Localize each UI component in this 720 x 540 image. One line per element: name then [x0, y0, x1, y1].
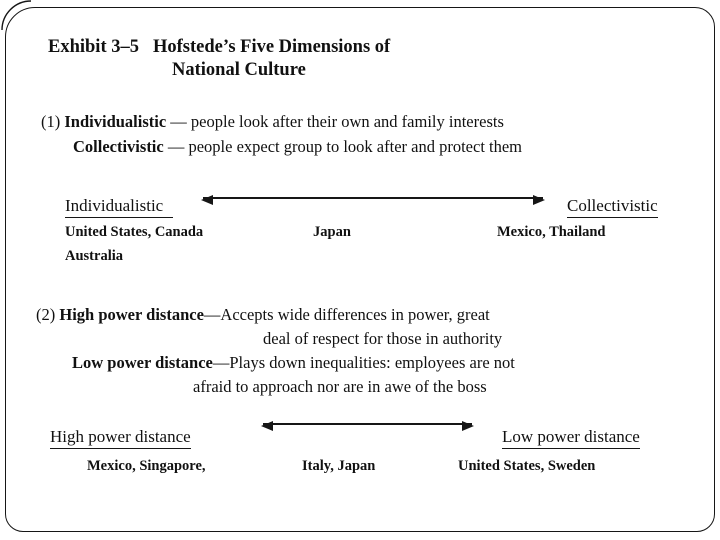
title-line1: Exhibit 3–5 Hofstede’s Five Dimensions of [48, 36, 390, 59]
scale1-right-label: Collectivistic [567, 196, 658, 218]
title-line2: National Culture [172, 60, 306, 80]
exhibit-number: Exhibit 3–5 [48, 37, 139, 57]
slide-border [5, 7, 715, 532]
dimension1-definition: (1) Individualistic — people look after … [41, 109, 522, 159]
dimension2-desc-a1: —Accepts wide differences in power, grea… [203, 305, 490, 324]
dimension2-term-b-line: Low power distance—Plays down inequaliti… [72, 351, 515, 375]
dimension1-number: (1) [41, 112, 61, 131]
dimension2-term-b: Low power distance [72, 353, 213, 372]
dimension1-term-b: Collectivistic [73, 137, 164, 156]
dimension1-desc-a: — people look after their own and family… [166, 112, 504, 131]
title-text: Hofstede’s Five Dimensions of [152, 37, 391, 57]
scale2-right-label: Low power distance [502, 427, 640, 449]
dimension2-desc-b2: afraid to approach nor are in awe of the… [193, 377, 487, 396]
scale1-double-arrow [201, 195, 545, 205]
scale1-left-countries-line2: Australia [65, 248, 123, 264]
dimension2-term-a: High power distance [59, 305, 204, 324]
corner-arc-decoration [1, 0, 32, 31]
slide-title: Exhibit 3–5 Hofstede’s Five Dimensions of… [48, 36, 390, 82]
dimension1-desc-b: — people expect group to look after and … [163, 137, 523, 156]
scale2-left-countries: Mexico, Singapore, [87, 458, 206, 474]
dimension2-number: (2) [36, 305, 56, 324]
dimension2-definition: (2) High power distance—Accepts wide dif… [36, 303, 515, 399]
scale2-double-arrow [261, 421, 474, 431]
dimension2-desc-b1: —Plays down inequalities: employees are … [212, 353, 515, 372]
dimension2-desc-a2: deal of respect for those in authority [263, 329, 503, 348]
scale1-left-label: Individualistic [65, 196, 174, 218]
dimension1-term-a: Individualistic [64, 112, 167, 131]
dimension1-term-a-line: (1) Individualistic — people look after … [41, 109, 522, 134]
scale1-right-countries: Mexico, Thailand [497, 224, 606, 240]
scale2-middle-countries: Italy, Japan [302, 458, 376, 474]
dimension2-term-a-line: (2) High power distance—Accepts wide dif… [36, 303, 515, 327]
scale1-middle-countries: Japan [313, 224, 351, 240]
dimension1-term-b-line: Collectivistic — people expect group to … [73, 134, 522, 159]
scale2-right-countries: United States, Sweden [458, 458, 596, 474]
scale1-left-countries: United States, Canada [65, 224, 204, 240]
scale2-left-label: High power distance [50, 427, 191, 449]
